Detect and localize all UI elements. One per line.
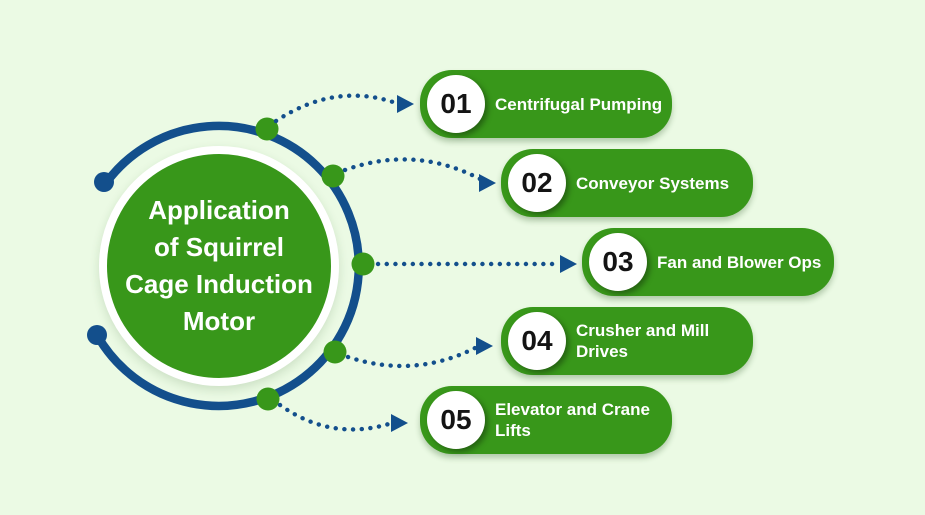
- item-label: Conveyor Systems: [576, 173, 730, 193]
- item-number-badge: 02: [508, 154, 566, 212]
- center-title-line: Motor: [182, 306, 256, 336]
- item-pill-centrifugal-pumping: 01 Centrifugal Pumping: [420, 70, 672, 138]
- item-pill-conveyor-systems: 02 Conveyor Systems: [501, 149, 753, 217]
- center-title-line: of Squirrel: [153, 232, 284, 262]
- arrowhead-icon-3: [560, 255, 577, 273]
- dotted-connector-5: [277, 402, 395, 432]
- dotted-connector-4: [345, 344, 480, 369]
- dotted-connector-1: [273, 93, 399, 124]
- arrowhead-icon-2: [479, 174, 496, 192]
- item-number-badge: 03: [589, 233, 647, 291]
- item-pill-fan-and-blower-ops: 03 Fan and Blower Ops: [582, 228, 834, 296]
- arc-end-dot-top: [94, 172, 114, 192]
- dotted-connector-2: [342, 157, 483, 182]
- item-pill-elevator-and-crane-lifts: 05 Elevator and Crane Lifts: [420, 386, 672, 454]
- item-number-badge: 04: [508, 312, 566, 370]
- arrowhead-icon-1: [397, 95, 414, 113]
- anchor-dot-1: [255, 117, 279, 141]
- item-label: Crusher and Mill Drives: [576, 321, 710, 361]
- center-title-line: Cage Induction: [125, 269, 313, 299]
- center-title-line: Application: [148, 195, 290, 225]
- item-label: Fan and Blower Ops: [657, 252, 822, 272]
- anchor-dot-3: [351, 252, 375, 276]
- anchor-dot-4: [323, 340, 347, 364]
- item-number-badge: 05: [427, 391, 485, 449]
- arc-end-dot-bottom: [87, 325, 107, 345]
- anchor-dot-5: [256, 387, 280, 411]
- item-label: Centrifugal Pumping: [495, 94, 663, 114]
- arrowhead-icon-4: [476, 337, 493, 355]
- center-title-circle: Application of Squirrel Cage Induction M…: [99, 146, 339, 386]
- anchor-dot-2: [321, 164, 345, 188]
- item-pill-crusher-and-mill-drives: 04 Crusher and Mill Drives: [501, 307, 753, 375]
- arrowhead-icon-5: [391, 414, 408, 432]
- item-label: Elevator and Crane Lifts: [495, 400, 650, 440]
- item-number-badge: 01: [427, 75, 485, 133]
